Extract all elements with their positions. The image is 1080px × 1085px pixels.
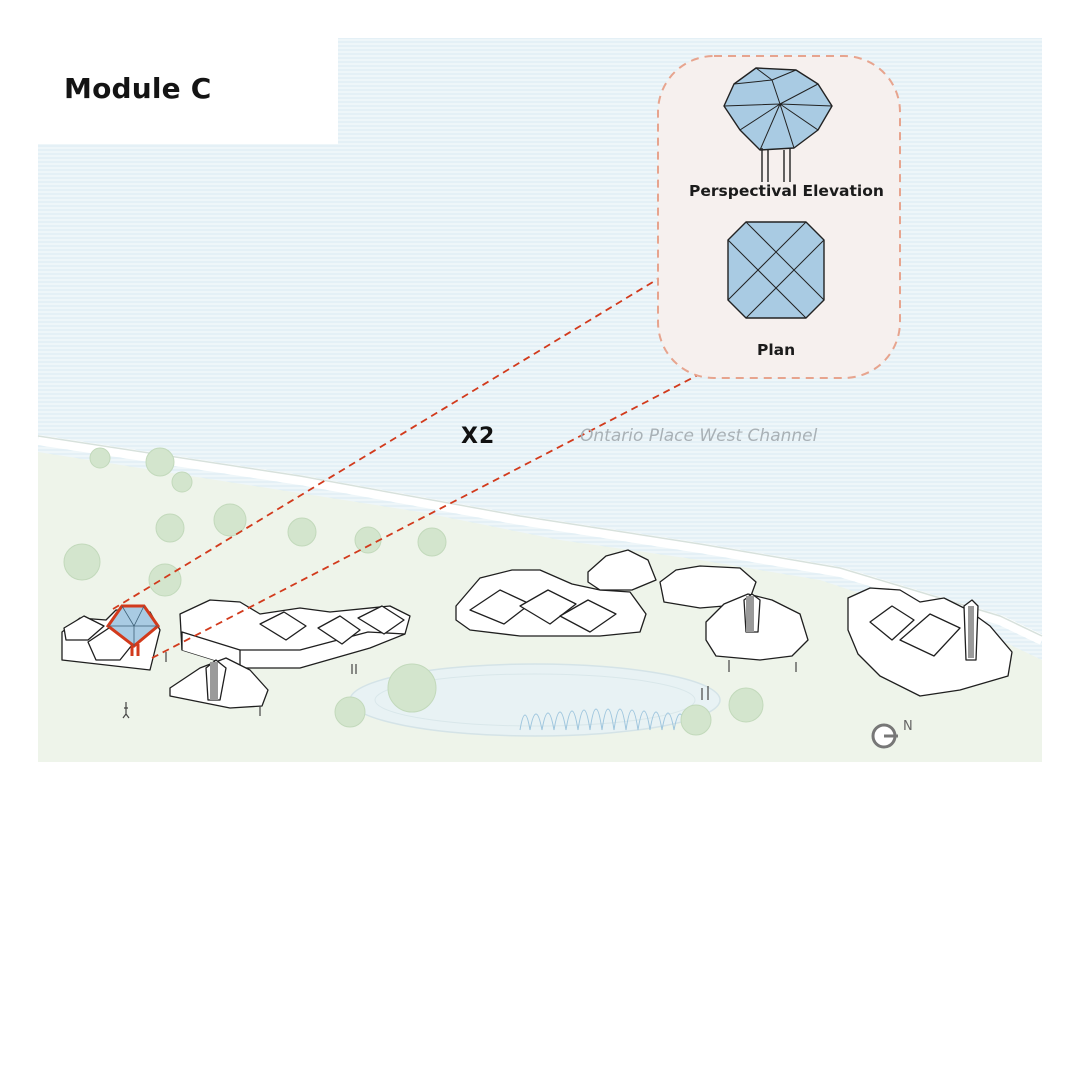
highlight-module-icon bbox=[105, 604, 161, 656]
north-arrow-icon bbox=[871, 723, 898, 749]
plan-label: Plan bbox=[757, 341, 796, 359]
fountain bbox=[519, 708, 687, 731]
people bbox=[122, 652, 797, 719]
elevation-drawing bbox=[723, 67, 833, 182]
water-body-label: Ontario Place West Channel bbox=[580, 426, 818, 446]
trees bbox=[63, 447, 764, 736]
north-label: N bbox=[903, 719, 913, 734]
module-title: Module C bbox=[64, 72, 212, 105]
elevation-label: Perspectival Elevation bbox=[689, 182, 884, 200]
title-block bbox=[38, 38, 338, 144]
pond-inner bbox=[374, 673, 696, 727]
tower-accents bbox=[210, 596, 974, 700]
detail-callout-box bbox=[657, 55, 901, 379]
shoreline bbox=[37, 435, 1045, 645]
plan-drawing bbox=[727, 221, 825, 319]
multiplier-label: X2 bbox=[461, 424, 496, 449]
shoreline-edge bbox=[37, 435, 1043, 637]
